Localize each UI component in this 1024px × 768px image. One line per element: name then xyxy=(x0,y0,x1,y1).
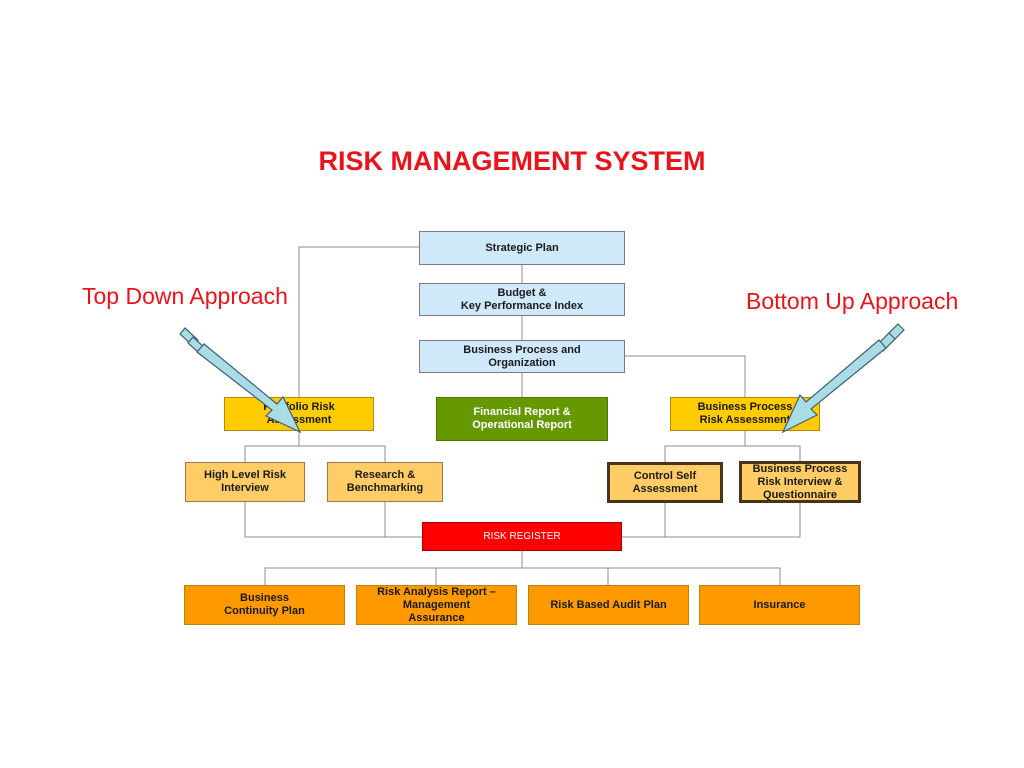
node-business-process-org: Business Process and Organization xyxy=(419,340,625,373)
node-control-self-assessment: Control Self Assessment xyxy=(607,462,723,503)
node-business-continuity: Business Continuity Plan xyxy=(184,585,345,625)
connector-outputs-bar xyxy=(264,567,781,585)
connector-bp-bprisk xyxy=(625,355,746,397)
page-title: RISK MANAGEMENT SYSTEM xyxy=(318,146,706,176)
connector-interview-register xyxy=(622,503,801,538)
connector-bprisk-children xyxy=(664,445,801,462)
top-down-approach-label: Top Down Approach xyxy=(82,283,288,309)
node-high-level-risk: High Level Risk Interview xyxy=(185,462,305,502)
bottom-up-approach-label: Bottom Up Approach xyxy=(746,288,959,314)
node-risk-based-audit: Risk Based Audit Plan xyxy=(528,585,689,625)
bottom-up-arrow-icon xyxy=(781,323,905,434)
node-risk-register: RISK REGISTER xyxy=(422,522,622,551)
connector-highlevel-register xyxy=(244,502,422,538)
node-budget-kpi: Budget & Key Performance Index xyxy=(419,283,625,316)
node-bp-risk-interview: Business Process Risk Interview & Questi… xyxy=(739,461,861,503)
connector-portfolio-children xyxy=(244,445,386,462)
node-insurance: Insurance xyxy=(699,585,860,625)
connector-strategic-portfolio xyxy=(298,246,419,397)
node-research-benchmarking: Research & Benchmarking xyxy=(327,462,443,502)
node-risk-analysis-report: Risk Analysis Report – Management Assura… xyxy=(356,585,517,625)
node-strategic-plan: Strategic Plan xyxy=(419,231,625,265)
top-down-arrow-icon xyxy=(179,327,302,434)
node-financial-report: Financial Report & Operational Report xyxy=(436,397,608,441)
